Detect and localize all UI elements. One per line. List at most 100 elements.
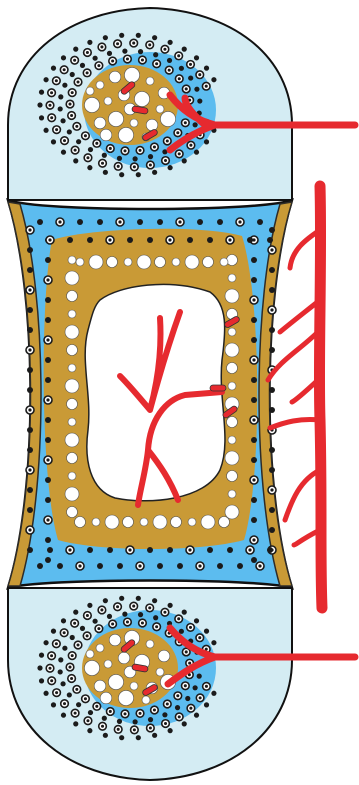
trabecular-space: [118, 652, 130, 664]
osteon-canal: [198, 73, 201, 76]
osteon-canal: [133, 728, 136, 731]
osteon-canal: [55, 691, 58, 694]
osteon-canal: [78, 564, 81, 567]
cell-dot: [122, 49, 127, 54]
osteon-canal: [74, 712, 77, 715]
cell-dot: [27, 487, 33, 493]
trabecular-space: [68, 472, 76, 480]
osteon-canal: [116, 605, 119, 608]
trabecular-space: [146, 119, 158, 131]
trabecular-space: [67, 291, 78, 302]
vessel-opening: [210, 385, 226, 391]
cell-dot: [122, 612, 127, 617]
osteon-canal: [148, 43, 151, 46]
trabecular-space: [109, 634, 121, 646]
cell-dot: [27, 447, 33, 453]
cell-dot: [57, 563, 63, 569]
osteon-canal: [178, 220, 181, 223]
osteon-canal: [188, 662, 191, 665]
cell-dot: [269, 287, 275, 293]
trabecular-space: [227, 417, 238, 428]
osteon-canal: [63, 702, 66, 705]
cell-dot: [157, 563, 163, 569]
cell-dot: [269, 447, 275, 453]
cell-dot: [157, 219, 163, 225]
osteon-canal: [28, 348, 31, 351]
cell-dot: [211, 77, 216, 82]
cell-dot: [207, 237, 213, 243]
trabecular-space: [156, 105, 164, 113]
cell-dot: [127, 237, 133, 243]
cell-dot: [217, 563, 223, 569]
cell-dot: [187, 237, 193, 243]
cell-dot: [51, 702, 56, 707]
cell-dot: [152, 733, 157, 738]
cell-dot: [61, 55, 66, 60]
trabecular-space: [104, 660, 112, 668]
osteon-canal: [77, 81, 80, 84]
osteon-canal: [46, 338, 49, 341]
trabecular-space: [100, 129, 112, 141]
trabecular-space: [225, 451, 239, 465]
cell-dot: [87, 603, 92, 608]
cell-dot: [182, 47, 187, 52]
osteon-canal: [86, 51, 89, 54]
cell-dot: [269, 527, 275, 533]
osteon-canal: [71, 91, 74, 94]
trabecular-space: [124, 67, 139, 82]
osteon-canal: [177, 54, 180, 57]
osteon-canal: [155, 625, 158, 628]
osteon-canal: [198, 636, 201, 639]
cell-dot: [136, 596, 141, 601]
cell-dot: [136, 172, 141, 177]
cell-dot: [251, 517, 257, 523]
osteon-canal: [123, 712, 126, 715]
osteon-canal: [118, 220, 121, 223]
cell-dot: [237, 563, 243, 569]
osteon-canal: [50, 91, 53, 94]
trabecular-space: [201, 515, 215, 529]
cell-dot: [87, 547, 93, 553]
trabecular-space: [225, 289, 239, 303]
trabecular-space: [89, 255, 103, 269]
cell-dot: [119, 596, 124, 601]
osteon-canal: [101, 162, 104, 165]
trabecular-space: [228, 490, 236, 498]
osteon-canal: [185, 650, 188, 653]
cell-dot: [168, 603, 173, 608]
cell-dot: [87, 165, 92, 170]
osteon-canal: [133, 165, 136, 168]
cell-dot: [211, 640, 216, 645]
trabecular-space: [227, 471, 238, 482]
trabecular-space: [75, 517, 86, 528]
cell-dot: [103, 598, 108, 603]
cell-dot: [37, 102, 42, 107]
osteon-canal: [75, 688, 78, 691]
trabecular-space: [109, 71, 121, 83]
cell-dot: [67, 237, 73, 243]
osteon-canal: [28, 468, 31, 471]
osteon-canal: [139, 712, 142, 715]
osteon-canal: [117, 728, 120, 731]
trabecular-space: [68, 418, 76, 426]
trabecular-space: [124, 258, 132, 266]
cell-dot: [153, 615, 158, 620]
cell-dot: [179, 629, 184, 634]
osteon-canal: [149, 726, 152, 729]
cell-dot: [197, 219, 203, 225]
osteon-canal: [258, 564, 261, 567]
cell-dot: [119, 172, 124, 177]
osteon-canal: [55, 128, 58, 131]
osteon-canal: [228, 238, 231, 241]
osteon-canal: [95, 705, 98, 708]
cell-dot: [80, 63, 85, 68]
cell-dot: [204, 702, 209, 707]
trabecular-space: [228, 436, 236, 444]
trabecular-space: [84, 660, 99, 675]
osteon-canal: [205, 685, 208, 688]
trabecular-space: [146, 640, 154, 648]
cell-dot: [269, 227, 275, 233]
trabecular-space: [96, 644, 104, 652]
cell-dot: [92, 619, 97, 624]
cell-dot: [194, 55, 199, 60]
